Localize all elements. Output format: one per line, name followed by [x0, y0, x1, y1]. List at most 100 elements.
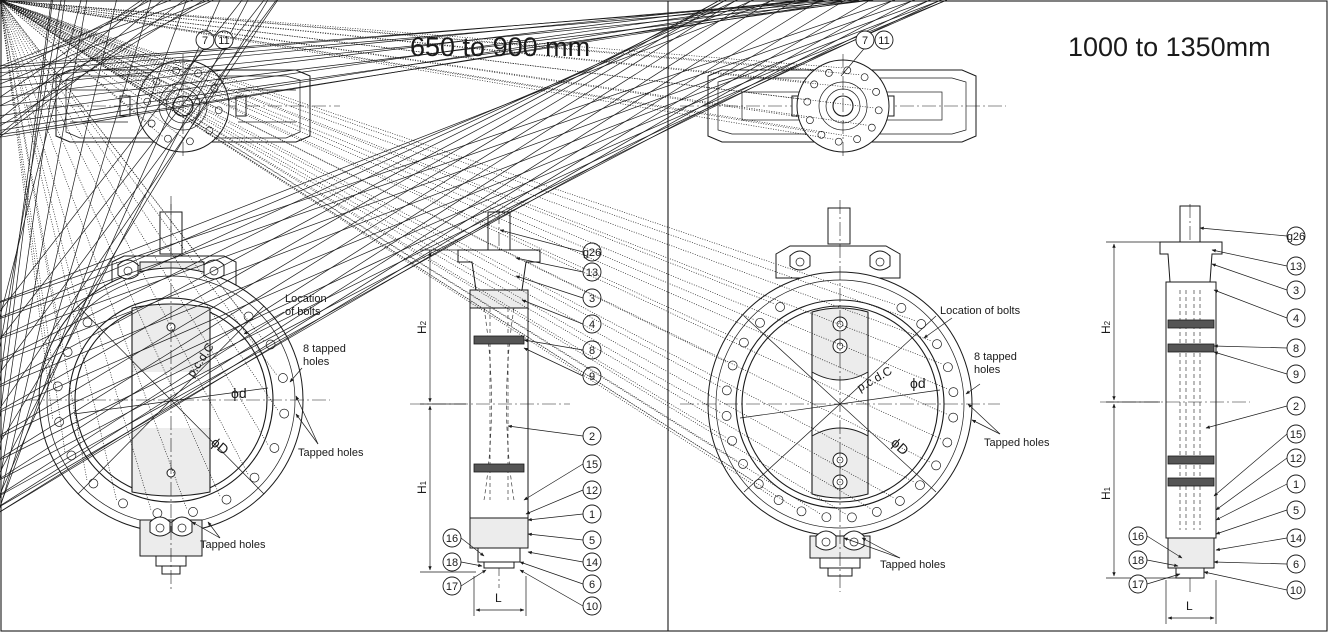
bolt-hole-icon: [0, 0, 832, 523]
part-callout-8: 8: [1213, 338, 1306, 358]
svg-text:15: 15: [586, 459, 598, 471]
svg-text:16: 16: [1132, 531, 1144, 543]
svg-text:18: 18: [446, 557, 458, 569]
part-callout-10: 10: [1203, 571, 1306, 600]
svg-text:g26: g26: [1287, 231, 1305, 243]
svg-text:4: 4: [589, 319, 595, 331]
svg-text:17: 17: [446, 581, 458, 593]
side-view: [410, 210, 570, 616]
bolt-hole-icon: [0, 0, 749, 348]
svg-text:5: 5: [1293, 505, 1299, 517]
bolt-hole-icon: [0, 0, 784, 505]
svg-text:7: 7: [862, 35, 868, 47]
label-tapped-holes-bottom: Tapped holes: [200, 539, 266, 551]
bolt-hole-icon: [0, 0, 73, 357]
panel-1000-1350: 1000 to 1350mm: [0, 0, 1306, 624]
svg-text:12: 12: [586, 485, 598, 497]
part-callout-6: 6: [519, 561, 602, 594]
bolt-hole-icon: [0, 0, 826, 139]
svg-text:9: 9: [589, 371, 595, 383]
dim-h1: H1: [415, 480, 429, 494]
svg-text:4: 4: [1293, 313, 1299, 325]
svg-text:11: 11: [218, 35, 229, 47]
label-location-of-bolts: Location of bolts: [940, 305, 1021, 317]
flange-boss: [203, 259, 225, 280]
part-callout-7: 7: [195, 30, 215, 50]
part-callout-5: 5: [527, 530, 602, 550]
panel-title: 1000 to 1350mm: [1068, 32, 1271, 62]
svg-text:3: 3: [1293, 285, 1299, 297]
bolt-hole-icon: [0, 0, 785, 312]
front-view: [0, 0, 330, 590]
dim-h2: H2: [415, 320, 429, 334]
part-callout-12: 12: [525, 480, 602, 515]
bolt-hole-icon: [0, 0, 814, 124]
bolt-hole-icon: [0, 0, 290, 419]
svg-text:13: 13: [1290, 261, 1302, 273]
svg-text:16: 16: [446, 533, 458, 545]
top-view: [680, 43, 1006, 158]
bolt-hole-icon: [0, 0, 807, 517]
svg-text:1: 1: [589, 509, 595, 521]
part-callout-15: 15: [1213, 424, 1306, 497]
flange-boss: [869, 250, 891, 271]
bolt-hole-icon: [0, 0, 764, 489]
part-callout-14: 14: [1215, 528, 1306, 552]
part-callout-5: 5: [1215, 500, 1306, 535]
part-callout-13: 13: [1211, 249, 1306, 276]
part-callout-9: 9: [1213, 351, 1306, 384]
bolt-hole-icon: [0, 0, 869, 82]
bolt-hole-icon: [0, 0, 765, 328]
bolt-hole-icon: [0, 0, 880, 96]
bolt-hole-icon: [0, 0, 907, 313]
part-callout-3: 3: [515, 275, 602, 308]
bolt-hole-icon: [0, 0, 732, 421]
part-callout-11: 11: [874, 30, 894, 50]
dim-h1: H1: [1099, 486, 1113, 500]
bolt-hole-icon: [0, 0, 732, 396]
bolt-hole-icon: [0, 0, 64, 427]
part-callout-12: 12: [1215, 448, 1306, 511]
bolt-hole-icon: [0, 0, 833, 77]
bolt-hole-icon: [0, 0, 198, 517]
part-callout-8: 8: [523, 338, 602, 360]
flange-boss: [815, 530, 837, 551]
svg-text:11: 11: [878, 35, 889, 47]
side-view: [1100, 204, 1250, 624]
part-callout-4: 4: [521, 299, 602, 334]
panel-650-900: 650 to 900 mm: [0, 0, 602, 616]
part-callout-2: 2: [507, 424, 602, 446]
label-phi-d: ϕd: [231, 385, 247, 401]
flange-boss: [171, 516, 193, 537]
dim-l: L: [495, 591, 502, 605]
part-callout-17: 17: [1128, 573, 1181, 594]
part-callout-3: 3: [1211, 263, 1306, 300]
svg-text:15: 15: [1290, 429, 1302, 441]
svg-text:8: 8: [589, 345, 595, 357]
bolt-hole-icon: [0, 0, 852, 75]
svg-text:1: 1: [1293, 479, 1299, 491]
bolt-hole-icon: [0, 0, 232, 505]
svg-text:9: 9: [1293, 369, 1299, 381]
svg-text:8: 8: [1293, 343, 1299, 355]
part-callout-14: 14: [527, 551, 602, 572]
svg-text:2: 2: [589, 431, 595, 443]
bolt-hole-icon: [0, 0, 843, 146]
part-callout-1: 1: [527, 504, 602, 524]
part-callout-4: 4: [1213, 289, 1306, 328]
bolt-hole-icon: [0, 0, 280, 453]
part-callout-15: 15: [523, 454, 602, 501]
bolt-hole-icon: [0, 0, 737, 446]
bolt-hole-icon: [0, 0, 959, 397]
bolt-hole-icon: [0, 0, 953, 373]
part-callout-16: 16: [442, 528, 485, 557]
svg-text:g26: g26: [583, 247, 601, 259]
part-callout-6: 6: [1213, 554, 1306, 574]
part-callout-18: 18: [1128, 550, 1179, 570]
dim-l: L: [1186, 599, 1193, 613]
svg-text:10: 10: [1290, 585, 1302, 597]
